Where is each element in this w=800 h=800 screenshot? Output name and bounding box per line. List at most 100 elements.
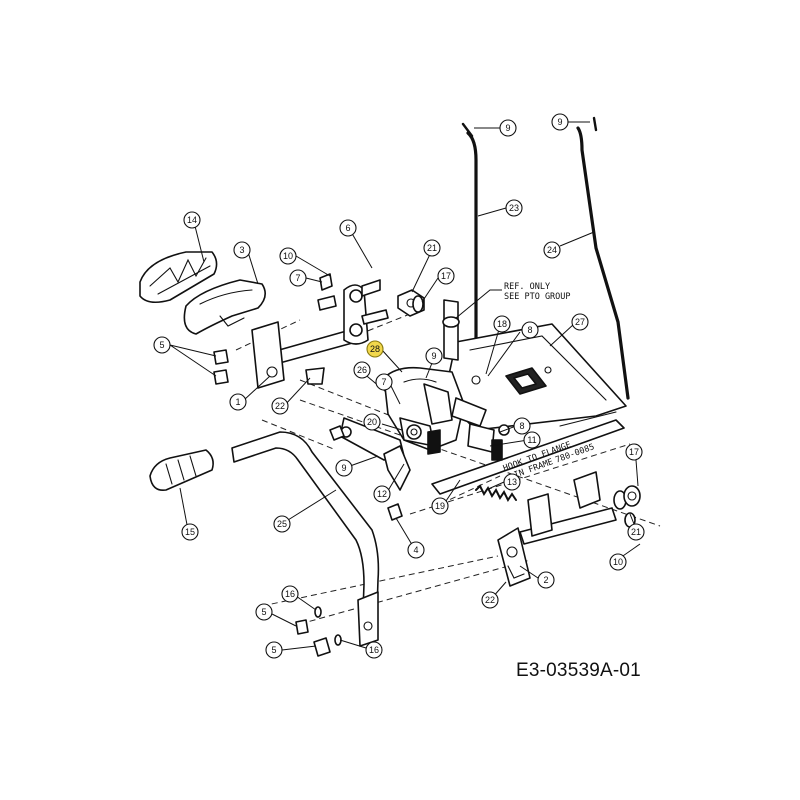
callout-19: 19 <box>431 497 449 515</box>
callout-10: 10 <box>609 553 627 571</box>
callout-9: 9 <box>499 119 517 137</box>
callout-5: 5 <box>153 336 171 354</box>
svg-text:5: 5 <box>261 607 266 617</box>
svg-text:11: 11 <box>527 435 536 445</box>
svg-text:3: 3 <box>239 245 244 255</box>
drawing-number: E3-03539A-01 <box>516 660 641 681</box>
ref-only-line2: SEE PTO GROUP <box>504 292 571 302</box>
callout-28-highlighted: 28 <box>366 340 384 358</box>
callout-23: 23 <box>505 199 523 217</box>
callout-25: 25 <box>273 515 291 533</box>
callout-16: 16 <box>281 585 299 603</box>
callout-8: 8 <box>521 321 539 339</box>
control-rod-24 <box>576 116 630 400</box>
pedal-shaft-lower <box>497 471 641 587</box>
svg-text:25: 25 <box>277 519 287 529</box>
control-rod-23 <box>461 122 478 362</box>
svg-text:8: 8 <box>527 325 532 335</box>
svg-text:9: 9 <box>557 117 562 127</box>
callout-13: 13 <box>503 473 521 491</box>
svg-text:13: 13 <box>507 477 517 487</box>
callout-18: 18 <box>493 315 511 333</box>
nut-and-washer-upper <box>397 289 425 317</box>
callout-26: 26 <box>353 361 371 379</box>
svg-text:17: 17 <box>629 447 639 457</box>
svg-text:16: 16 <box>285 589 295 599</box>
callout-5: 5 <box>265 641 283 659</box>
callout-9: 9 <box>551 113 569 131</box>
callout-16: 16 <box>365 641 383 659</box>
svg-text:18: 18 <box>497 319 507 329</box>
svg-text:21: 21 <box>427 243 437 253</box>
callout-20: 20 <box>363 413 381 431</box>
callout-10: 10 <box>279 247 297 265</box>
svg-text:6: 6 <box>345 223 350 233</box>
spring-13 <box>475 484 517 502</box>
callout-21: 21 <box>627 523 645 541</box>
callout-9: 9 <box>335 459 353 477</box>
pivot-bracket-assembly <box>383 299 510 461</box>
callout-27: 27 <box>571 313 589 331</box>
callout-7: 7 <box>375 373 393 391</box>
callout-7: 7 <box>289 269 307 287</box>
callout-24: 24 <box>543 241 561 259</box>
callout-22: 22 <box>481 591 499 609</box>
pedal-pad-14 <box>139 251 218 304</box>
callout-8: 8 <box>513 417 531 435</box>
frame-plate-27 <box>443 323 627 431</box>
callout-15: 15 <box>181 523 199 541</box>
callout-22: 22 <box>271 397 289 415</box>
svg-text:27: 27 <box>575 317 585 327</box>
svg-text:1: 1 <box>235 397 240 407</box>
svg-text:8: 8 <box>519 421 524 431</box>
svg-text:16: 16 <box>369 645 379 655</box>
svg-text:22: 22 <box>275 401 285 411</box>
svg-text:9: 9 <box>505 123 510 133</box>
hardware-bolts <box>213 273 403 657</box>
svg-text:19: 19 <box>435 501 445 511</box>
svg-text:7: 7 <box>295 273 300 283</box>
callouts: 9 9 23 24 14 3 6 10 7 21 17 18 8 27 5 28… <box>153 113 645 659</box>
svg-text:10: 10 <box>613 557 623 567</box>
callout-9: 9 <box>425 347 443 365</box>
svg-text:5: 5 <box>159 340 164 350</box>
ref-only-note: REF. ONLY SEE PTO GROUP <box>455 282 571 319</box>
callout-1: 1 <box>229 393 247 411</box>
svg-text:9: 9 <box>431 351 436 361</box>
callout-12: 12 <box>373 485 391 503</box>
callout-4: 4 <box>407 541 425 559</box>
svg-text:5: 5 <box>271 645 276 655</box>
pedal-lever-25 <box>231 431 380 647</box>
svg-text:23: 23 <box>509 203 519 213</box>
svg-text:24: 24 <box>547 245 557 255</box>
svg-text:22: 22 <box>485 595 495 605</box>
callout-14: 14 <box>183 211 201 229</box>
svg-text:9: 9 <box>341 463 346 473</box>
callout-21: 21 <box>423 239 441 257</box>
callout-17: 17 <box>625 443 643 461</box>
svg-text:21: 21 <box>631 527 641 537</box>
callout-17: 17 <box>437 267 455 285</box>
svg-text:20: 20 <box>367 417 377 427</box>
svg-text:14: 14 <box>187 215 197 225</box>
callout-5: 5 <box>255 603 273 621</box>
ref-only-line1: REF. ONLY <box>504 282 550 292</box>
callout-11: 11 <box>523 431 541 449</box>
svg-text:28: 28 <box>370 344 380 354</box>
svg-text:7: 7 <box>381 377 386 387</box>
svg-text:10: 10 <box>283 251 293 261</box>
cross-bar-19 <box>431 411 625 495</box>
callout-3: 3 <box>233 241 251 259</box>
svg-text:26: 26 <box>357 365 367 375</box>
svg-text:2: 2 <box>543 575 548 585</box>
svg-text:4: 4 <box>413 545 418 555</box>
pedal-3 <box>183 279 266 335</box>
pedal-cover-15 <box>149 449 214 492</box>
svg-text:12: 12 <box>377 489 387 499</box>
pedal-shaft-upper <box>251 279 389 389</box>
svg-text:17: 17 <box>441 271 451 281</box>
callout-6: 6 <box>339 219 357 237</box>
leader-lines <box>169 121 641 651</box>
callout-2: 2 <box>537 571 555 589</box>
